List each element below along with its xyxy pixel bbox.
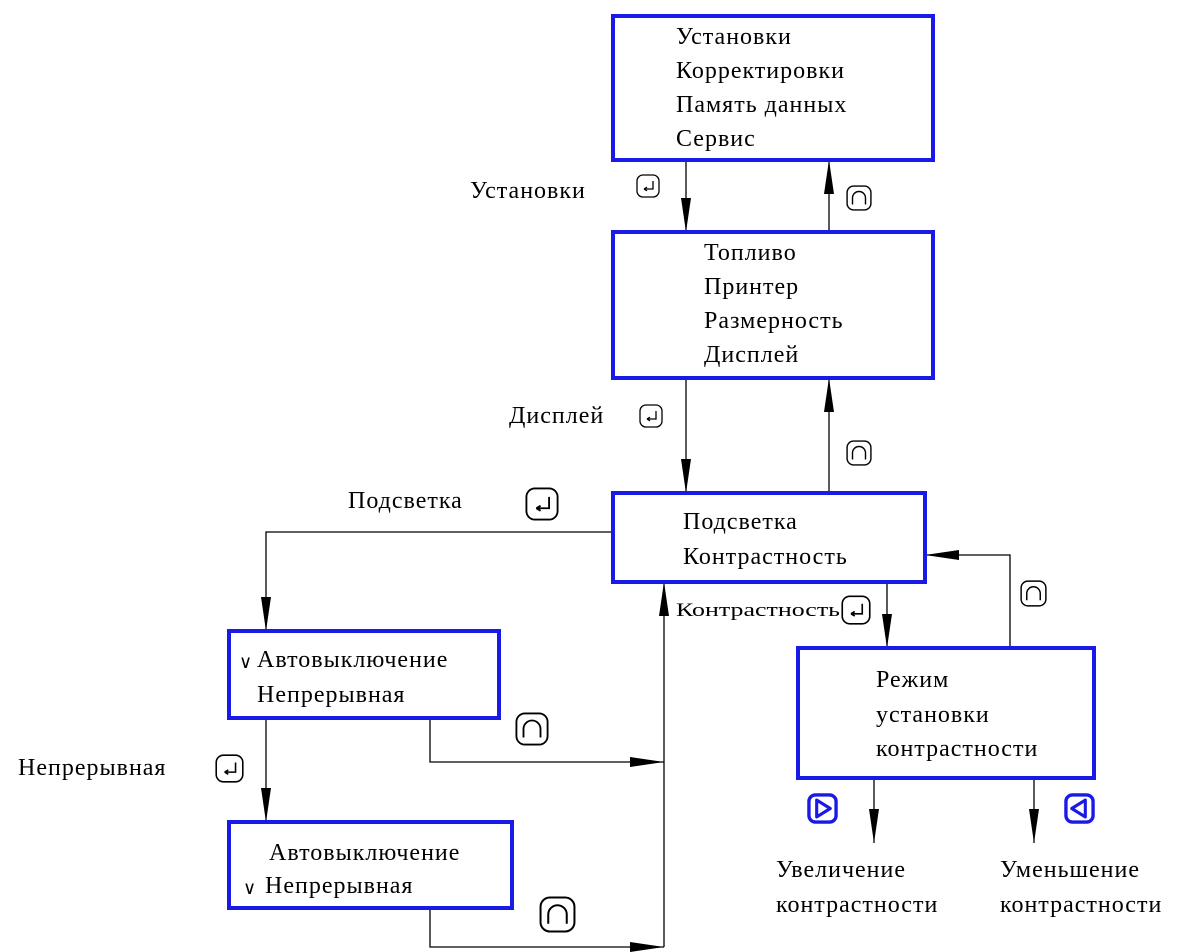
display-menu-frame xyxy=(611,491,927,584)
backlight-continuous-box: Автовыключение ∨ Непрерывная xyxy=(227,820,514,910)
arrowhead-up xyxy=(824,160,834,194)
label-to-settings: Установки xyxy=(470,178,586,204)
main-menu-frame xyxy=(611,14,935,162)
option-auto-off[interactable]: Автовыключение xyxy=(257,647,448,673)
menu-item-settings[interactable]: Установки xyxy=(676,24,792,50)
arrowhead-down xyxy=(869,809,879,843)
arrowhead-right xyxy=(630,942,664,952)
enter-key-icon[interactable] xyxy=(636,174,660,198)
back-key-icon[interactable] xyxy=(539,896,576,933)
backlight-auto-box: ∨ Автовыключение Непрерывная xyxy=(227,629,501,720)
label-to-continuous: Непрерывная xyxy=(18,755,166,781)
enter-key-icon[interactable] xyxy=(215,754,244,783)
settings-menu-box: Топливо Принтер Размерность Дисплей xyxy=(611,230,935,380)
main-menu-box: Установки Корректировки Память данных Се… xyxy=(611,14,935,162)
result-decrease-line-2: контрастности xyxy=(1000,892,1162,918)
arrowhead-down xyxy=(1029,809,1039,843)
menu-item-data-memory[interactable]: Память данных xyxy=(676,92,847,118)
option-continuous[interactable]: Непрерывная xyxy=(257,682,405,708)
transition-labels: Установки Дисплей Подсветка Контрастност… xyxy=(18,178,840,781)
contrast-mode-line-3: контрастности xyxy=(876,736,1038,762)
arrowhead-up xyxy=(659,582,669,616)
arrowhead-down xyxy=(261,597,271,631)
backlight-auto-frame xyxy=(227,629,501,720)
backlight-continuous-frame xyxy=(227,820,514,910)
menu-item-printer[interactable]: Принтер xyxy=(704,274,799,300)
label-to-display: Дисплей xyxy=(509,403,604,429)
contrast-mode-line-1: Режим xyxy=(876,667,949,693)
check-mark-icon: ∨ xyxy=(243,878,256,898)
arrowhead-down xyxy=(681,198,691,232)
enter-key-icon[interactable] xyxy=(639,404,663,428)
option-continuous[interactable]: Непрерывная xyxy=(265,873,413,899)
display-menu-box: Подсветка Контрастность xyxy=(611,491,927,584)
settings-menu-frame xyxy=(611,230,935,380)
menu-item-fuel[interactable]: Топливо xyxy=(704,240,797,266)
enter-key-icon[interactable] xyxy=(525,487,559,521)
arrowhead-down xyxy=(261,788,271,822)
contrast-mode-line-2: установки xyxy=(876,702,990,728)
menu-item-units[interactable]: Размерность xyxy=(704,308,844,334)
left-arrow-key-icon[interactable] xyxy=(1064,793,1095,824)
back-key-icon[interactable] xyxy=(846,185,872,211)
menu-item-contrast[interactable]: Контрастность xyxy=(683,544,848,570)
right-arrow-key-icon[interactable] xyxy=(807,793,838,824)
arrowhead-left xyxy=(925,550,959,560)
back-key-icon[interactable] xyxy=(515,712,549,746)
check-mark-icon: ∨ xyxy=(239,652,252,672)
arrowheads xyxy=(261,160,1039,952)
arrowhead-down xyxy=(882,614,892,648)
menu-item-backlight[interactable]: Подсветка xyxy=(683,509,798,535)
enter-key-icon[interactable] xyxy=(841,595,871,625)
arrowhead-right xyxy=(630,757,664,767)
result-increase-line-1: Увеличение xyxy=(776,857,906,883)
label-to-contrast: Контрастность xyxy=(676,600,840,621)
back-key-icon[interactable] xyxy=(846,440,872,466)
arrow-backlight-auto-return xyxy=(429,718,664,763)
contrast-mode-box: Режим установки контрастности xyxy=(796,646,1096,780)
arrowhead-down xyxy=(681,459,691,493)
arrow-display-to-backlight xyxy=(265,531,613,631)
result-labels: Увеличение контрастности Уменьшение конт… xyxy=(776,857,1162,918)
option-auto-off[interactable]: Автовыключение xyxy=(269,840,460,866)
menu-item-corrections[interactable]: Корректировки xyxy=(676,58,845,84)
arrow-contrast-to-display xyxy=(925,554,1011,648)
contrast-mode-frame xyxy=(796,646,1096,780)
arrow-backlight-continuous-return xyxy=(429,908,664,948)
arrowhead-up xyxy=(824,378,834,412)
menu-item-display[interactable]: Дисплей xyxy=(704,342,799,368)
back-key-icon[interactable] xyxy=(1020,580,1047,607)
result-decrease-line-1: Уменьшение xyxy=(1000,857,1140,883)
label-to-backlight: Подсветка xyxy=(348,488,463,514)
menu-item-service[interactable]: Сервис xyxy=(676,126,756,152)
result-increase-line-2: контрастности xyxy=(776,892,938,918)
